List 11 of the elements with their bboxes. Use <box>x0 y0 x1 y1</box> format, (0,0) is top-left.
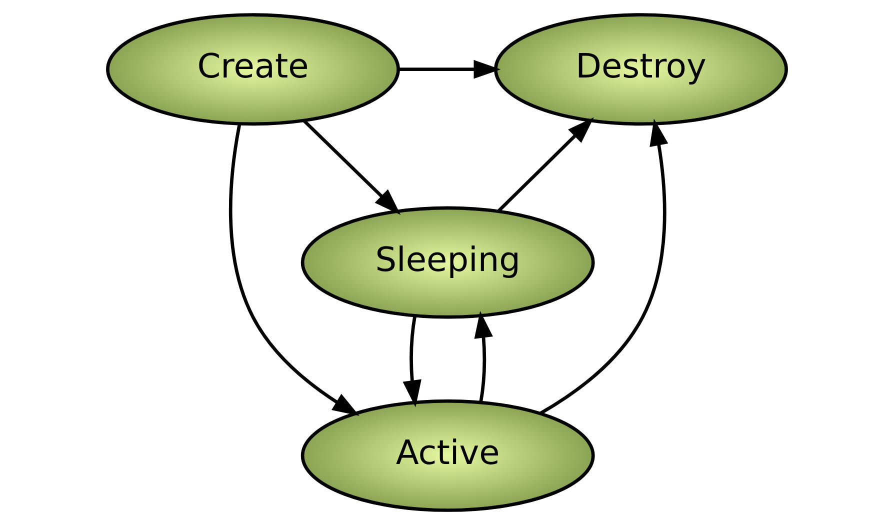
node-ellipse: Active <box>300 399 595 512</box>
arrow <box>303 120 401 215</box>
arrow <box>497 117 594 212</box>
arrow <box>402 316 422 408</box>
node-ellipse: Sleeping <box>300 206 595 319</box>
arrow <box>540 118 668 415</box>
node-ellipse: Create <box>106 13 400 126</box>
arrow <box>229 123 360 416</box>
node-ellipse: Destroy <box>494 13 788 126</box>
arrow <box>398 60 501 79</box>
arrow <box>474 311 493 402</box>
